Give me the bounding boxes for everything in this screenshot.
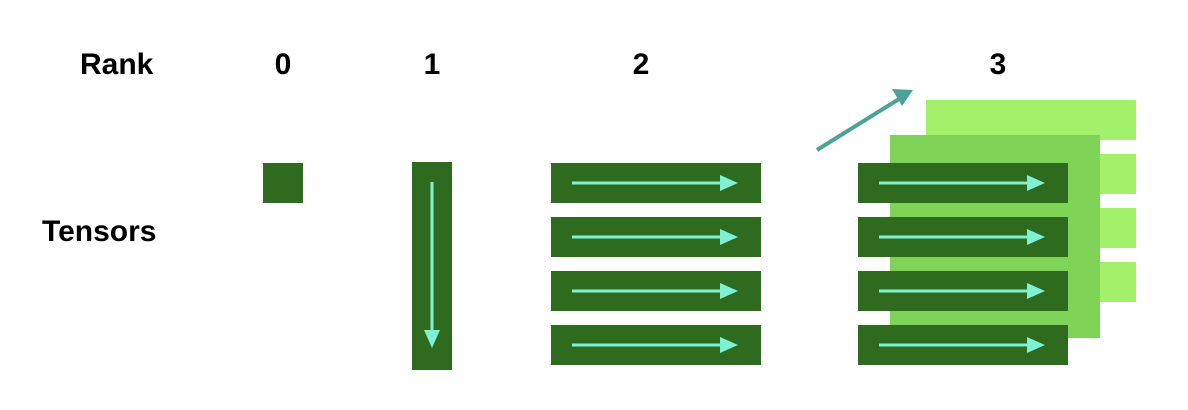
tensor3-front-layer xyxy=(858,163,1068,365)
matrix-row xyxy=(551,217,761,257)
matrix-row xyxy=(551,325,761,365)
rank-0-label: 0 xyxy=(274,48,292,81)
matrix-tensor xyxy=(551,163,761,365)
tensors-row-label: Tensors xyxy=(42,215,157,248)
matrix-row xyxy=(551,271,761,311)
vector-tensor xyxy=(412,162,452,370)
depth-arrow-icon xyxy=(815,89,913,152)
tensor3-row xyxy=(858,271,1068,311)
tensor3-row xyxy=(858,163,1068,203)
tensor3-row xyxy=(858,325,1068,365)
tensor3-row xyxy=(858,217,1068,257)
rank-2-label: 2 xyxy=(632,48,650,81)
scalar-tensor xyxy=(263,163,303,203)
rank-3-label: 3 xyxy=(989,48,1007,81)
rank-1-label: 1 xyxy=(423,48,441,81)
matrix-row xyxy=(551,163,761,203)
rank-row-label: Rank xyxy=(80,48,154,81)
